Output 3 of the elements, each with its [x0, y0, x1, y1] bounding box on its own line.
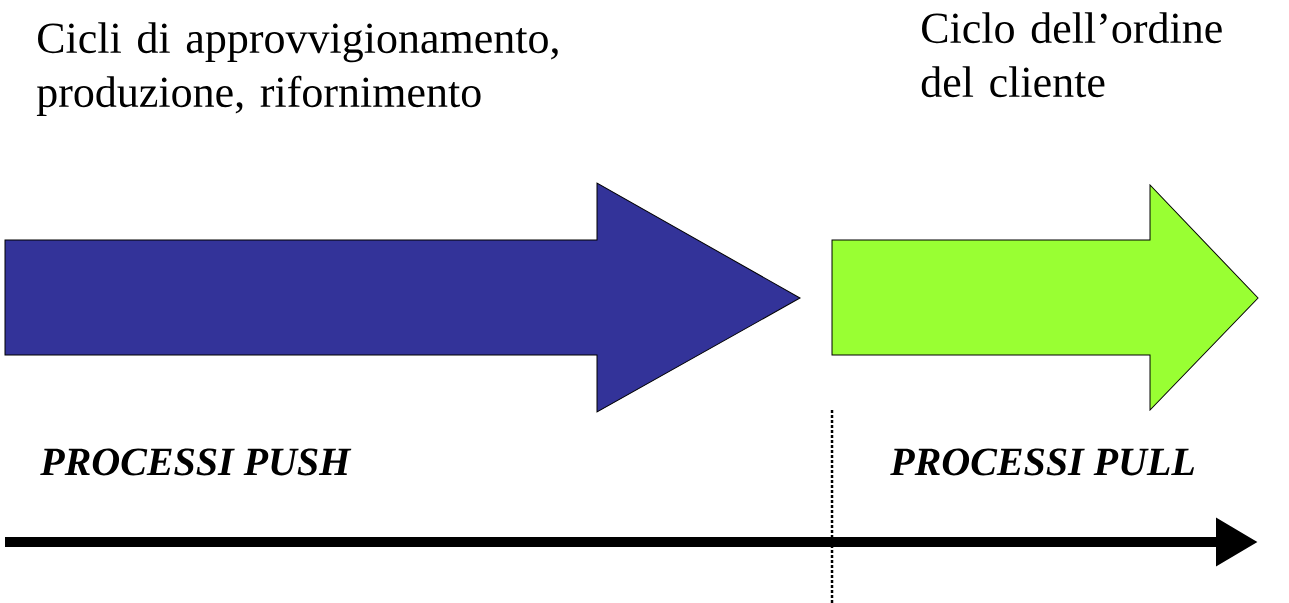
- heading: Cicli di approvvigionamento, produzione, rifornimento: [36, 22, 558, 117]
- process-label: PROCESSI PULL: [890, 448, 1194, 476]
- heading: Ciclo dell’ordine del cliente: [921, 12, 1222, 98]
